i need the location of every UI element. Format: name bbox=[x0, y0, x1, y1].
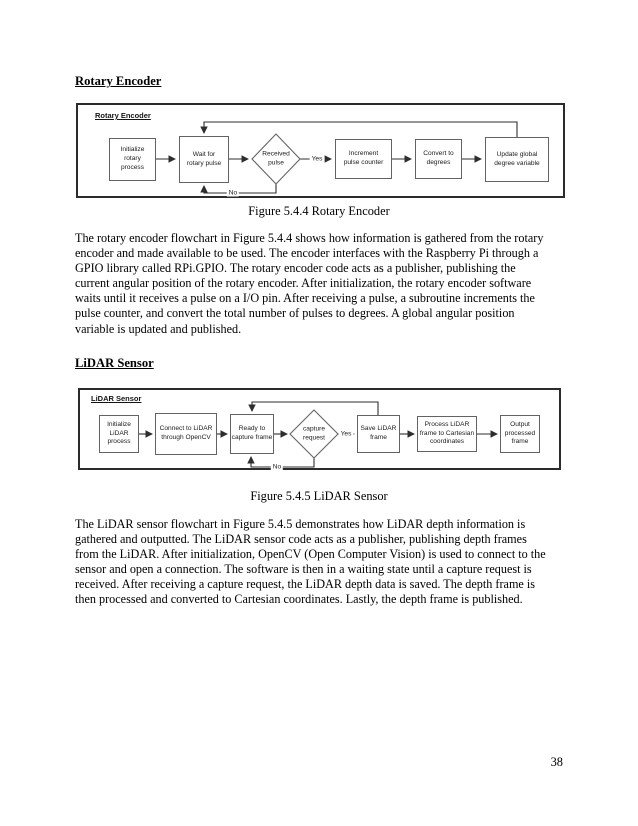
node-ready-to-capture-frame: Ready to capture frame bbox=[230, 414, 274, 454]
node-initialize-lidar-process: Initialize LiDAR process bbox=[99, 415, 139, 453]
rotary-decision-diamond bbox=[251, 133, 301, 185]
paragraph-lidar-sensor: The LiDAR sensor flowchart in Figure 5.4… bbox=[75, 517, 546, 607]
page-number: 38 bbox=[550, 755, 563, 769]
lidar-sensor-figure-frame: LiDAR Sensor Initialize LiDAR process Co… bbox=[78, 388, 561, 471]
node-process-lidar-frame-cartesian: Process LiDAR frame to Cartesian coordin… bbox=[417, 416, 477, 452]
rotary-yes-label: Yes bbox=[309, 155, 325, 163]
lidar-yes-label: Yes bbox=[338, 430, 354, 438]
section-heading-lidar-sensor: LiDAR Sensor bbox=[75, 356, 154, 370]
rotary-no-label: No bbox=[226, 189, 240, 197]
paragraph-rotary-encoder: The rotary encoder flowchart in Figure 5… bbox=[75, 231, 544, 336]
node-wait-for-rotary-pulse: Wait for rotary pulse bbox=[179, 136, 229, 183]
lidar-decision-diamond bbox=[289, 409, 339, 459]
node-received-pulse-decision: Received pulse bbox=[262, 150, 290, 166]
figure-caption-lidar: Figure 5.4.5 LiDAR Sensor bbox=[250, 489, 388, 503]
node-initialize-rotary-process: Initialize rotary process bbox=[109, 138, 156, 181]
node-increment-pulse-counter: Increment pulse counter bbox=[335, 139, 392, 179]
lidar-diagram-title: LiDAR Sensor bbox=[91, 394, 142, 403]
rotary-encoder-figure-frame: Rotary Encoder Initialize rotary process… bbox=[76, 103, 565, 198]
node-capture-request-decision: capture request bbox=[303, 425, 325, 441]
lidar-no-label: No bbox=[270, 463, 284, 471]
node-convert-to-degrees: Convert to degrees bbox=[415, 139, 462, 179]
rotary-flow-connectors bbox=[156, 121, 518, 194]
node-output-processed-frame: Output processed frame bbox=[500, 415, 540, 453]
lidar-flow-connectors bbox=[139, 401, 498, 468]
node-save-lidar-frame: Save LiDAR frame bbox=[357, 415, 400, 453]
node-update-global-degree-variable: Update global degree variable bbox=[485, 137, 549, 182]
figure-caption-rotary: Figure 5.4.4 Rotary Encoder bbox=[248, 204, 390, 218]
section-heading-rotary-encoder: Rotary Encoder bbox=[75, 74, 162, 88]
rotary-diagram-title: Rotary Encoder bbox=[95, 111, 151, 120]
node-connect-to-lidar-through-opencv: Connect to LiDAR through OpenCV bbox=[155, 413, 217, 455]
